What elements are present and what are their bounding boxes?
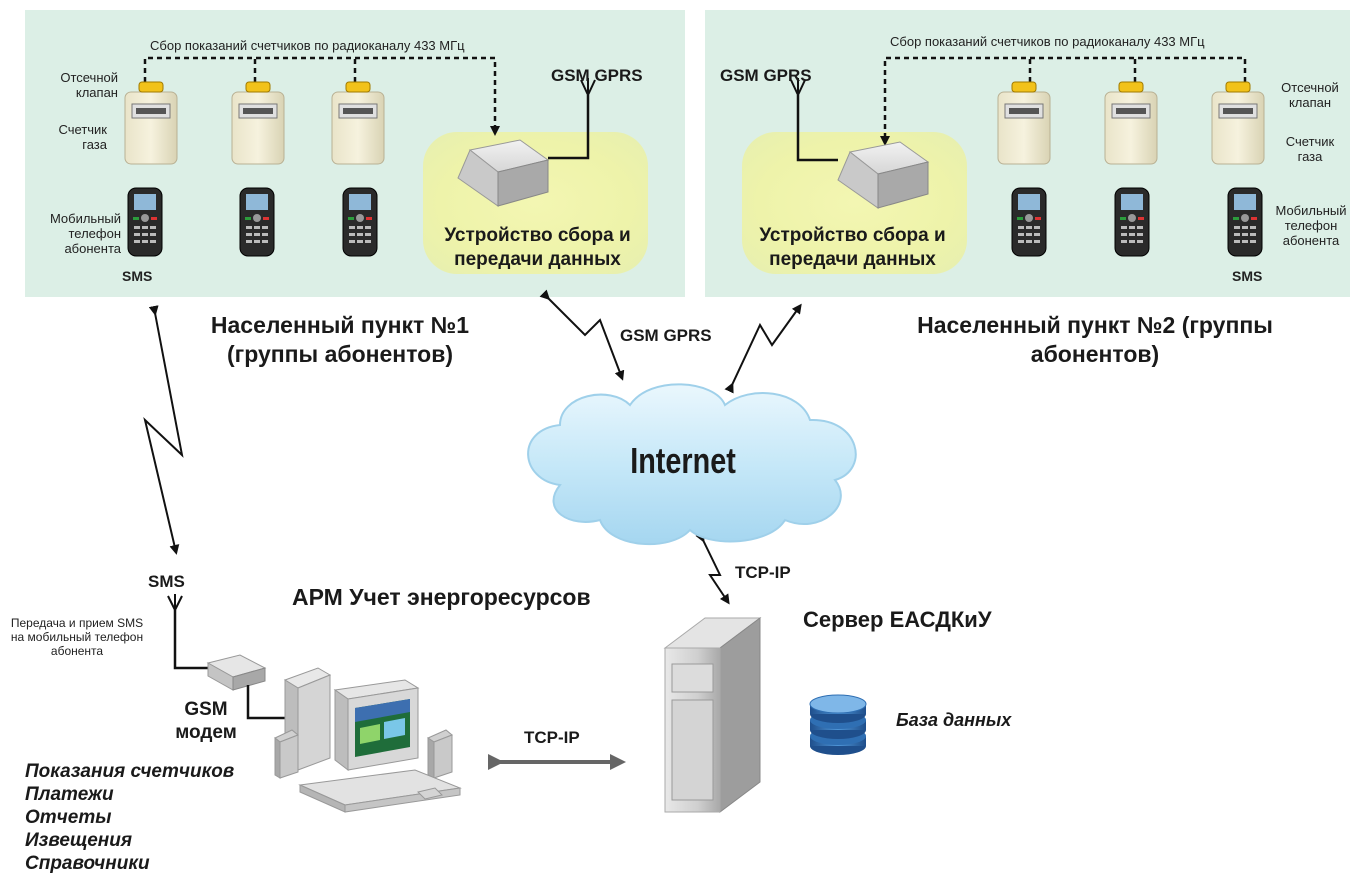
internet-cloud <box>527 383 857 546</box>
database-icon <box>809 694 867 755</box>
sms-label-1: SMS <box>122 268 153 284</box>
server-tower <box>663 617 762 813</box>
device-label-2: Устройство сбора и передачи данных <box>759 225 946 270</box>
sms-link <box>143 305 184 555</box>
internet-label: Internet <box>630 440 736 481</box>
meter-label-2: Счетчик газа <box>1285 134 1335 164</box>
sms-label-2: SMS <box>1232 268 1263 284</box>
radio-links-2 <box>880 56 1247 146</box>
meter-label-1: Счетчик газа <box>58 122 108 152</box>
gsm-label-2: GSM GPRS <box>720 66 812 85</box>
data-device-1 <box>457 78 596 207</box>
valve-label-2: Отсечной клапан <box>1281 80 1339 110</box>
gsm-modem-label: GSM модем <box>175 699 237 743</box>
radio-links-1 <box>143 56 500 136</box>
valve-label-1: Отсечной клапан <box>60 70 118 100</box>
tcp-link-internet <box>695 531 730 605</box>
function-item: Отчеты <box>25 807 112 828</box>
data-device-2 <box>790 78 930 209</box>
workstation-functions: Показания счетчиков Платежи Отчеты Извещ… <box>25 760 234 875</box>
settlement-1-title: Населенный пункт №1 (группы абонентов) <box>210 312 470 367</box>
device-label-1: Устройство сбора и передачи данных <box>444 225 631 270</box>
gsm-modem <box>167 594 285 720</box>
tcp-ip-label-internet: TCP-IP <box>735 563 791 582</box>
gsm-link-right <box>724 303 802 394</box>
function-item: Платежи <box>25 784 114 805</box>
phone-label-1: Мобильный телефон абонента <box>49 211 121 256</box>
function-item: Показания счетчиков <box>25 761 235 782</box>
gas-meters <box>124 81 1265 165</box>
workstation-sms-label: SMS <box>148 572 185 591</box>
function-item: Справочники <box>25 853 150 874</box>
tcp-ip-label-server: TCP-IP <box>524 728 580 747</box>
server-title: Сервер ЕАСДКиУ <box>803 607 992 632</box>
sms-note: Передача и прием SMS на мобильный телефо… <box>10 616 144 658</box>
gsm-label-1: GSM GPRS <box>551 66 643 85</box>
radio-caption-1: Сбор показаний счетчиков по радиоканалу … <box>150 38 465 53</box>
workstation-pc <box>274 667 462 813</box>
mobile-phones <box>127 187 1263 257</box>
settlement-2-title: Населенный пункт №2 (группы абонентов) <box>917 312 1273 367</box>
radio-caption-2: Сбор показаний счетчиков по радиоканалу … <box>890 34 1205 49</box>
database-label: База данных <box>896 710 1012 730</box>
gsm-link-left <box>539 289 625 381</box>
phone-label-2: Мобильный телефон абонента <box>1275 203 1347 248</box>
function-item: Извещения <box>25 830 133 851</box>
gsm-gprs-link-label: GSM GPRS <box>620 326 712 345</box>
workstation-title: АРМ Учет энергоресурсов <box>292 584 591 610</box>
